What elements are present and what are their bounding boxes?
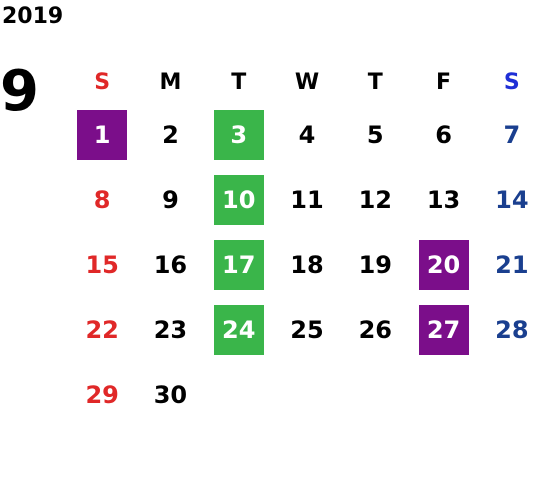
day-cell: 2 xyxy=(136,102,204,167)
day-number: 1 xyxy=(77,109,128,160)
day-number: 9 xyxy=(162,185,179,214)
week-row: 29 30 xyxy=(68,362,546,427)
day-number: 28 xyxy=(495,315,529,344)
day-number: 10 xyxy=(213,174,264,225)
weekday-header-friday: F xyxy=(436,69,452,95)
day-cell: 27 xyxy=(409,297,477,362)
day-number xyxy=(214,370,264,420)
day-number: 6 xyxy=(435,120,452,149)
week-row: 8 9 10 11 12 13 14 xyxy=(68,167,546,232)
day-cell: 15 xyxy=(68,232,136,297)
day-cell: 14 xyxy=(478,167,546,232)
day-number xyxy=(487,370,537,420)
day-number xyxy=(419,370,469,420)
day-number: 18 xyxy=(290,250,324,279)
calendar-grid: S M T W T F S 1 2 3 4 5 6 7 8 9 10 11 12… xyxy=(68,62,546,427)
weekday-header-tuesday: T xyxy=(231,69,247,95)
day-cell: 18 xyxy=(273,232,341,297)
day-number: 16 xyxy=(153,250,188,279)
day-number: 2 xyxy=(162,120,179,149)
weekday-header-wednesday: W xyxy=(294,69,320,95)
day-number: 12 xyxy=(358,185,392,214)
day-cell: 4 xyxy=(273,102,341,167)
day-cell xyxy=(273,362,341,427)
day-number: 20 xyxy=(418,239,469,290)
day-number: 23 xyxy=(153,315,188,344)
weekday-header-monday: M xyxy=(159,69,182,95)
week-row: 15 16 17 18 19 20 21 xyxy=(68,232,546,297)
day-number: 7 xyxy=(503,120,521,149)
day-number: 24 xyxy=(213,304,264,355)
day-cell: 9 xyxy=(136,167,204,232)
day-number: 17 xyxy=(213,239,264,290)
day-number: 30 xyxy=(153,380,188,409)
day-cell: 28 xyxy=(478,297,546,362)
day-cell: 24 xyxy=(205,297,273,362)
day-cell: 20 xyxy=(409,232,477,297)
day-number xyxy=(282,370,332,420)
day-cell: 10 xyxy=(205,167,273,232)
weekday-header-row: S M T W T F S xyxy=(68,62,546,102)
day-cell xyxy=(341,362,409,427)
day-cell xyxy=(478,362,546,427)
day-number: 4 xyxy=(298,120,316,149)
day-cell: 16 xyxy=(136,232,204,297)
day-cell: 1 xyxy=(68,102,136,167)
day-cell: 6 xyxy=(409,102,477,167)
day-cell: 29 xyxy=(68,362,136,427)
month-number: 9 xyxy=(0,59,39,124)
day-number: 19 xyxy=(358,250,392,279)
day-number: 3 xyxy=(213,109,264,160)
day-number: 27 xyxy=(418,304,469,355)
day-number: 14 xyxy=(495,185,529,214)
day-cell: 26 xyxy=(341,297,409,362)
day-number: 22 xyxy=(85,315,119,344)
day-number: 21 xyxy=(495,250,529,279)
day-cell: 13 xyxy=(409,167,477,232)
day-cell xyxy=(409,362,477,427)
day-cell: 23 xyxy=(136,297,204,362)
day-number: 5 xyxy=(366,120,384,149)
day-number: 15 xyxy=(85,250,119,279)
day-number: 8 xyxy=(93,185,111,214)
year-label: 2019 xyxy=(2,4,64,29)
weekday-header-sunday: S xyxy=(94,69,111,95)
day-cell: 22 xyxy=(68,297,136,362)
day-number xyxy=(350,370,400,420)
day-cell: 11 xyxy=(273,167,341,232)
day-cell: 5 xyxy=(341,102,409,167)
day-number: 26 xyxy=(358,315,392,344)
day-number: 13 xyxy=(426,185,461,214)
day-cell: 3 xyxy=(205,102,273,167)
day-cell: 30 xyxy=(136,362,204,427)
day-cell xyxy=(205,362,273,427)
day-cell: 21 xyxy=(478,232,546,297)
day-cell: 12 xyxy=(341,167,409,232)
week-row: 22 23 24 25 26 27 28 xyxy=(68,297,546,362)
day-number: 11 xyxy=(290,185,324,214)
day-cell: 19 xyxy=(341,232,409,297)
weekday-header-thursday: T xyxy=(367,69,383,95)
week-row: 1 2 3 4 5 6 7 xyxy=(68,102,546,167)
day-cell: 17 xyxy=(205,232,273,297)
day-number: 29 xyxy=(85,380,119,409)
weekday-header-saturday: S xyxy=(503,69,520,95)
day-cell: 25 xyxy=(273,297,341,362)
day-cell: 8 xyxy=(68,167,136,232)
day-number: 25 xyxy=(290,315,324,344)
day-cell: 7 xyxy=(478,102,546,167)
